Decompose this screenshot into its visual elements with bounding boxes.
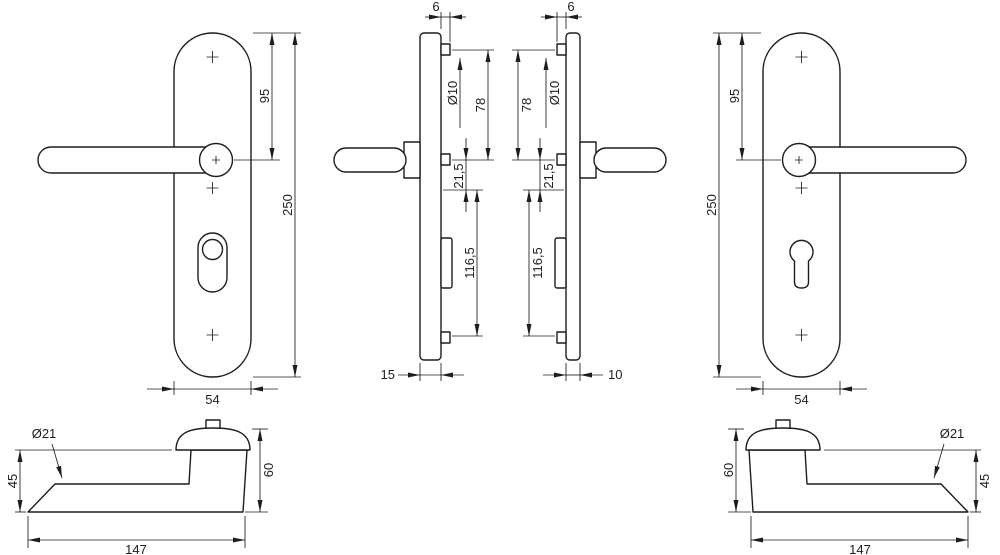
- cross-mark: [206, 182, 219, 194]
- lever-grip: [748, 449, 969, 513]
- view-plate-front-left: 95 250 54: [37, 32, 301, 407]
- dim-label-45: 45: [5, 474, 20, 488]
- plate-outline: [173, 32, 252, 378]
- dim-label-116-5: 116,5: [462, 247, 477, 279]
- leader-line: [933, 443, 945, 479]
- fixing-screw: [556, 331, 567, 344]
- plate-profile: [419, 32, 442, 361]
- fixing-screw: [556, 43, 567, 56]
- fixing-screw: [440, 153, 451, 166]
- dim-label-21-5: 21,5: [451, 163, 466, 188]
- dim-label-54: 54: [794, 392, 808, 407]
- dim-label-dia21: Ø21: [32, 426, 57, 441]
- dim-label-6: 6: [432, 0, 439, 14]
- dim-label-147: 147: [849, 542, 871, 555]
- dim-label-95: 95: [257, 89, 272, 103]
- dim-label-60: 60: [721, 463, 736, 477]
- plate-outline: [762, 32, 841, 378]
- cylinder-housing: [554, 237, 567, 289]
- dim-label-116-5: 116,5: [530, 247, 545, 279]
- fixing-screw: [440, 43, 451, 56]
- leader-line: [51, 443, 63, 479]
- dim-label-dia10: Ø10: [445, 81, 460, 106]
- euro-profile-keyhole: [789, 239, 814, 289]
- dim-label-54: 54: [205, 392, 219, 407]
- cylinder-housing: [440, 237, 453, 289]
- dim-label-21-5: 21,5: [541, 163, 556, 188]
- dim-label-dia10: Ø10: [547, 81, 562, 106]
- view-lever-front-right: Ø21 45 60 147: [721, 419, 992, 555]
- dim-label-78: 78: [473, 98, 488, 112]
- view-lever-front-left: Ø21 45 60 147: [5, 419, 276, 555]
- rose-cap: [745, 427, 821, 451]
- view-plate-side-left: 6 Ø10 78 21,5 116,5 15: [333, 0, 494, 382]
- lever-profile: [593, 147, 667, 173]
- cross-mark: [795, 156, 803, 164]
- cross-mark: [795, 182, 808, 194]
- dim-label-250: 250: [704, 194, 719, 216]
- cross-mark: [206, 329, 219, 341]
- lever-handle: [37, 146, 219, 174]
- dim-label-6: 6: [567, 0, 574, 14]
- view-plate-side-right: 6 78 Ø10 21,5 116,5 10: [512, 0, 667, 382]
- dim-label-10: 10: [608, 367, 622, 382]
- dim-label-250: 250: [280, 194, 295, 216]
- view-plate-front-right: 95 250 54: [704, 32, 967, 407]
- dim-label-78: 78: [519, 98, 534, 112]
- rose-cap: [175, 427, 251, 451]
- cylinder-hole: [201, 238, 224, 261]
- dim-label-45: 45: [977, 474, 992, 488]
- lever-grip: [27, 449, 248, 513]
- dim-label-95: 95: [727, 89, 742, 103]
- dim-label-dia21: Ø21: [940, 426, 965, 441]
- dim-label-147: 147: [125, 542, 147, 555]
- cross-mark: [206, 51, 219, 63]
- cross-mark: [795, 51, 808, 63]
- plate-profile: [565, 32, 581, 361]
- cross-mark: [795, 329, 808, 341]
- lever-profile: [333, 147, 407, 173]
- dim-label-15: 15: [381, 367, 395, 382]
- cross-mark: [212, 156, 220, 164]
- dim-label-60: 60: [261, 463, 276, 477]
- fixing-screw: [556, 153, 567, 166]
- fixing-screw: [440, 331, 451, 344]
